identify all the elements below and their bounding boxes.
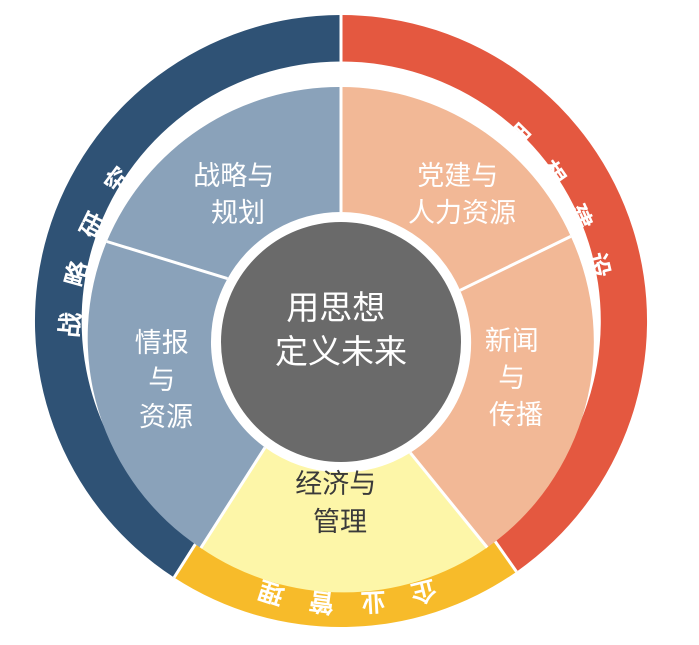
outer-divider-left [172, 537, 201, 579]
inner-dividers [106, 87, 572, 549]
sector-party-hr [341, 87, 571, 291]
sector-label-intelligence: 情报 与 资源 [135, 328, 198, 433]
sector-news [410, 236, 594, 548]
center-label: 用思想 定义未来 [275, 288, 407, 371]
sector-label-economy: 经济与 管理 [295, 469, 385, 538]
sector-label-party-hr: 党建与 人力资源 [408, 161, 516, 229]
sector-intelligence [87, 241, 265, 548]
sector-label-strategy-planning: 战略与 规划 [193, 161, 283, 229]
outer-segment-thought [341, 14, 648, 572]
outer-segment-strategy [34, 14, 342, 578]
inner-ring [87, 86, 594, 593]
sector-strategy-planning [106, 86, 341, 279]
outer-segment-management [174, 533, 517, 628]
sector-label-news: 新闻 与 传播 [485, 326, 548, 431]
sector-economy [200, 447, 488, 593]
center-circle [217, 218, 465, 466]
